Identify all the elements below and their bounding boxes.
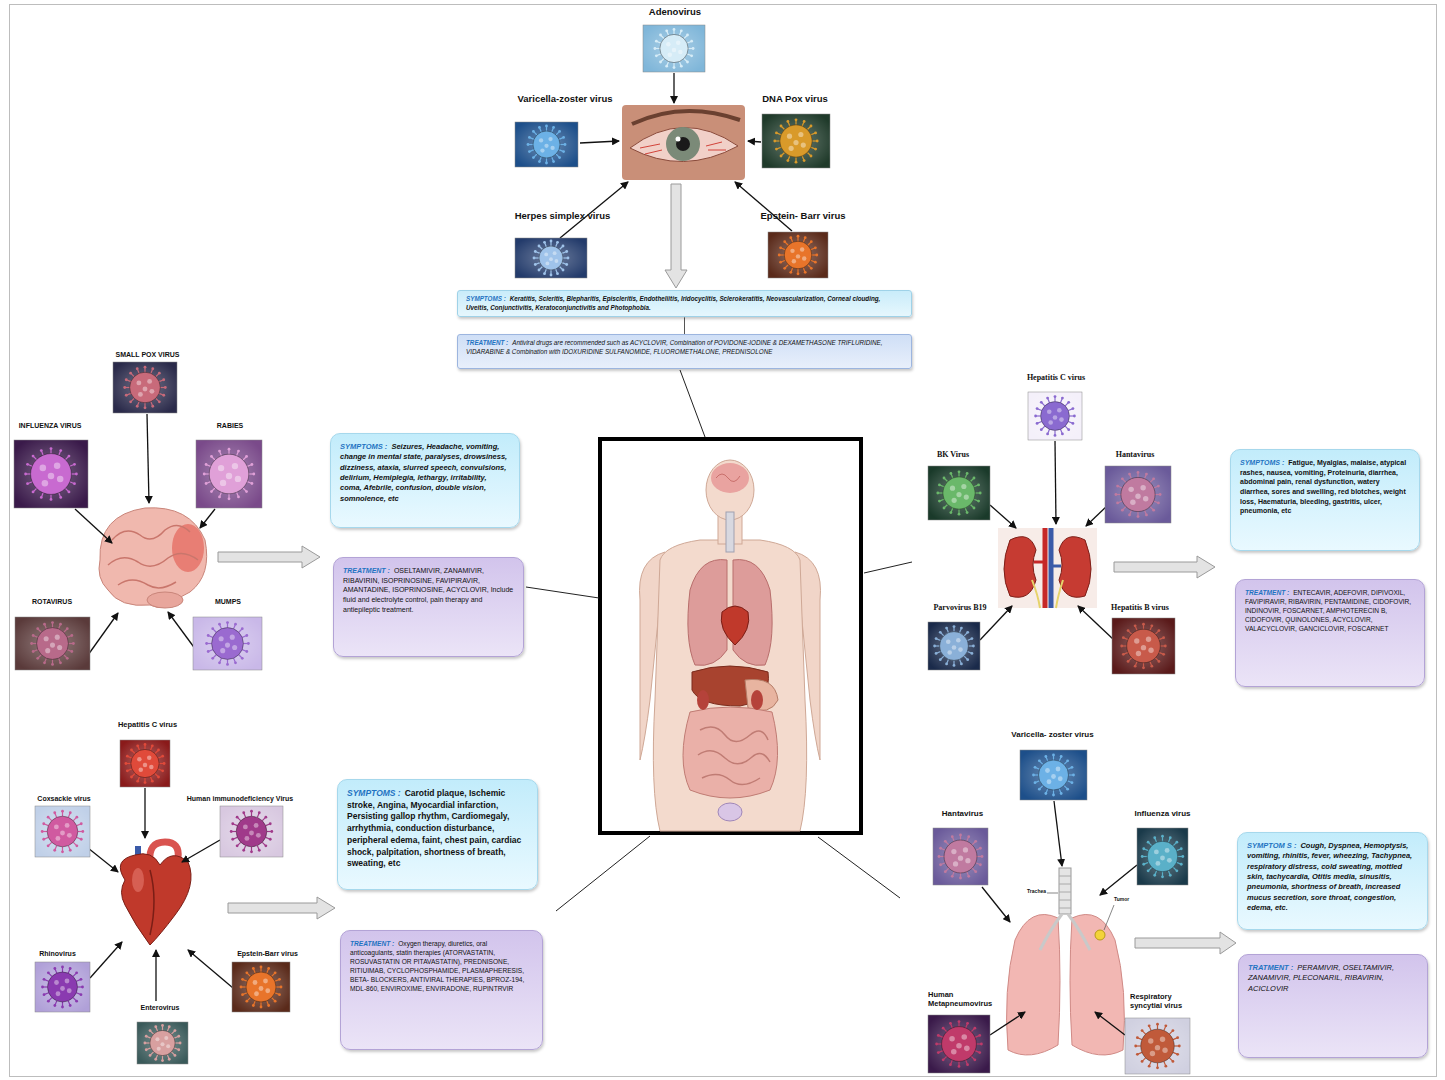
body-figure xyxy=(600,439,861,833)
connector xyxy=(684,317,685,334)
box-text: Fatigue, Myalgias, malaise, atypical ras… xyxy=(1240,459,1406,514)
heart-picture xyxy=(120,842,191,945)
virus-label: ROTAVIRUS xyxy=(12,598,92,606)
treatment-box: TREATMENT :OSELTAMIVIR, ZANAMIVIR, RIBAV… xyxy=(333,557,524,657)
virus-picture xyxy=(933,828,988,885)
kidney-picture xyxy=(998,528,1097,608)
box-heading: SYMPTOMS : xyxy=(340,442,387,451)
virus-pictures xyxy=(14,25,1190,1074)
virus-picture xyxy=(137,1022,188,1064)
lung-picture xyxy=(1007,868,1125,1055)
virus-picture xyxy=(1112,618,1175,674)
brain-picture xyxy=(99,508,207,608)
page-frame xyxy=(10,5,1437,1077)
leader-line xyxy=(526,562,912,911)
virus-label: SMALL POX VIRUS xyxy=(90,351,205,359)
virus-label: Hantavirus xyxy=(1095,450,1175,459)
virus-label: Tumor xyxy=(1114,897,1140,903)
virus-label: Hepatitis C virus xyxy=(1000,373,1112,382)
box-heading: TRATMENT : xyxy=(1248,963,1293,972)
box-heading: SYMPTOM S : xyxy=(1247,841,1296,850)
box-heading: SYMPTOMS : xyxy=(466,295,506,302)
virus-picture xyxy=(515,238,587,278)
virus-label: Rhinovirus xyxy=(15,950,100,958)
box-text: Oxygen therapy, diuretics, oral anticoag… xyxy=(350,940,524,992)
treatment-box: TREATMENT :Antiviral drugs are recommend… xyxy=(457,334,912,369)
virus-picture xyxy=(35,806,90,857)
virus-label: BK Virus xyxy=(913,450,993,459)
virus-picture xyxy=(1028,392,1082,440)
virus-label: Varicella-zoster virus xyxy=(495,94,635,105)
symptoms-box: SYMPTOMS :Fatigue, Myalgias, malaise, at… xyxy=(1230,449,1420,551)
virus-label: Hepatitis C virus xyxy=(95,721,200,730)
virus-label: Epstein-Barr virus xyxy=(220,950,315,958)
symptoms-box: SYMPTOMS :Keratitis, Scleritis, Blephari… xyxy=(457,290,912,317)
virus-label: Parvovirus B19 xyxy=(910,603,1010,612)
box-heading: TREATMENT : xyxy=(466,339,508,346)
virus-label: Human immunodeficiency Virus xyxy=(165,795,315,803)
virus-label: Varicella- zoster virus xyxy=(990,730,1115,739)
leader-line xyxy=(680,370,705,437)
virus-label: Coxsackie virus xyxy=(14,795,114,803)
virus-label: Adenovirus xyxy=(615,7,735,18)
virus-picture xyxy=(120,740,170,787)
virus-picture xyxy=(193,617,262,670)
box-heading: TREATMENT : xyxy=(350,940,394,947)
virus-label: Influenza virus xyxy=(1115,809,1210,818)
virus-picture xyxy=(220,806,283,857)
virus-picture xyxy=(1125,1018,1190,1074)
treatment-box: TREATMENT :ENTECAVIR, ADEFOVIR, DIPIVOXI… xyxy=(1235,579,1425,687)
virus-picture xyxy=(928,466,990,520)
virus-label: Human Metapneumovirus xyxy=(928,991,1010,1008)
box-heading: TREATMENT : xyxy=(343,567,390,574)
box-heading: SYMPTOMS : xyxy=(347,788,401,798)
virus-picture xyxy=(113,362,177,413)
virus-picture xyxy=(1105,466,1171,523)
virus-picture xyxy=(15,617,90,670)
virus-picture xyxy=(762,114,830,168)
virus-label: Herpes simplex virus xyxy=(490,211,635,222)
virus-label: Respiratory syncytial virus xyxy=(1130,993,1204,1010)
eye-picture xyxy=(622,105,745,180)
virus-picture xyxy=(928,1015,990,1073)
box-heading: SYMPTOMS : xyxy=(1240,459,1284,466)
virus-picture xyxy=(232,962,290,1012)
virus-label: RABIES xyxy=(195,422,265,430)
virus-picture xyxy=(196,440,262,508)
box-text: Keratitis, Scleritis, Blepharitis, Episc… xyxy=(466,295,880,311)
virus-label: MUMPS xyxy=(193,598,263,606)
virus-label: Epstein- Barr virus xyxy=(738,211,868,222)
symptoms-box: SYMPTOMS :Carotid plaque, Ischemic strok… xyxy=(337,779,538,890)
virus-label: Hantavirus xyxy=(920,809,1005,818)
flow-arrow xyxy=(218,184,1236,954)
symptoms-box: SYMPTOM S :Cough, Dyspnea, Hemoptysis, v… xyxy=(1237,832,1428,930)
virus-picture xyxy=(768,232,828,278)
virus-arrow xyxy=(75,73,1137,1035)
virus-label: Trachea xyxy=(1012,889,1046,895)
box-text: Seizures, Headache, vomiting, change in … xyxy=(340,442,507,503)
virus-label: Hepatitis B virus xyxy=(1090,603,1190,612)
box-text: Antiviral drugs are recommended such as … xyxy=(466,339,883,355)
treatment-box: TRATMENT :PERAMIVIR, OSELTAMIVIR, ZANAMI… xyxy=(1238,954,1428,1058)
box-text: Carotid plaque, Ischemic stroke, Angina,… xyxy=(347,788,521,868)
virus-label: INFLUENZA VIRUS xyxy=(2,422,98,430)
virus-picture xyxy=(928,622,980,670)
symptoms-box: SYMPTOMS :Seizures, Headache, vomiting, … xyxy=(330,433,520,528)
treatment-box: TREATMENT :Oxygen therapy, diuretics, or… xyxy=(340,930,543,1050)
virus-picture xyxy=(643,25,705,72)
virus-picture xyxy=(14,440,88,508)
virus-picture xyxy=(515,122,578,167)
box-text: Cough, Dyspnea, Hemoptysis, vomiting, rh… xyxy=(1247,841,1412,912)
virus-label: Enterovirus xyxy=(115,1004,205,1012)
virus-label: DNA Pox virus xyxy=(740,94,850,105)
box-heading: TREATMENT : xyxy=(1245,589,1289,596)
virus-picture xyxy=(35,962,90,1012)
virus-picture xyxy=(1137,828,1188,885)
virus-picture xyxy=(1020,750,1087,800)
